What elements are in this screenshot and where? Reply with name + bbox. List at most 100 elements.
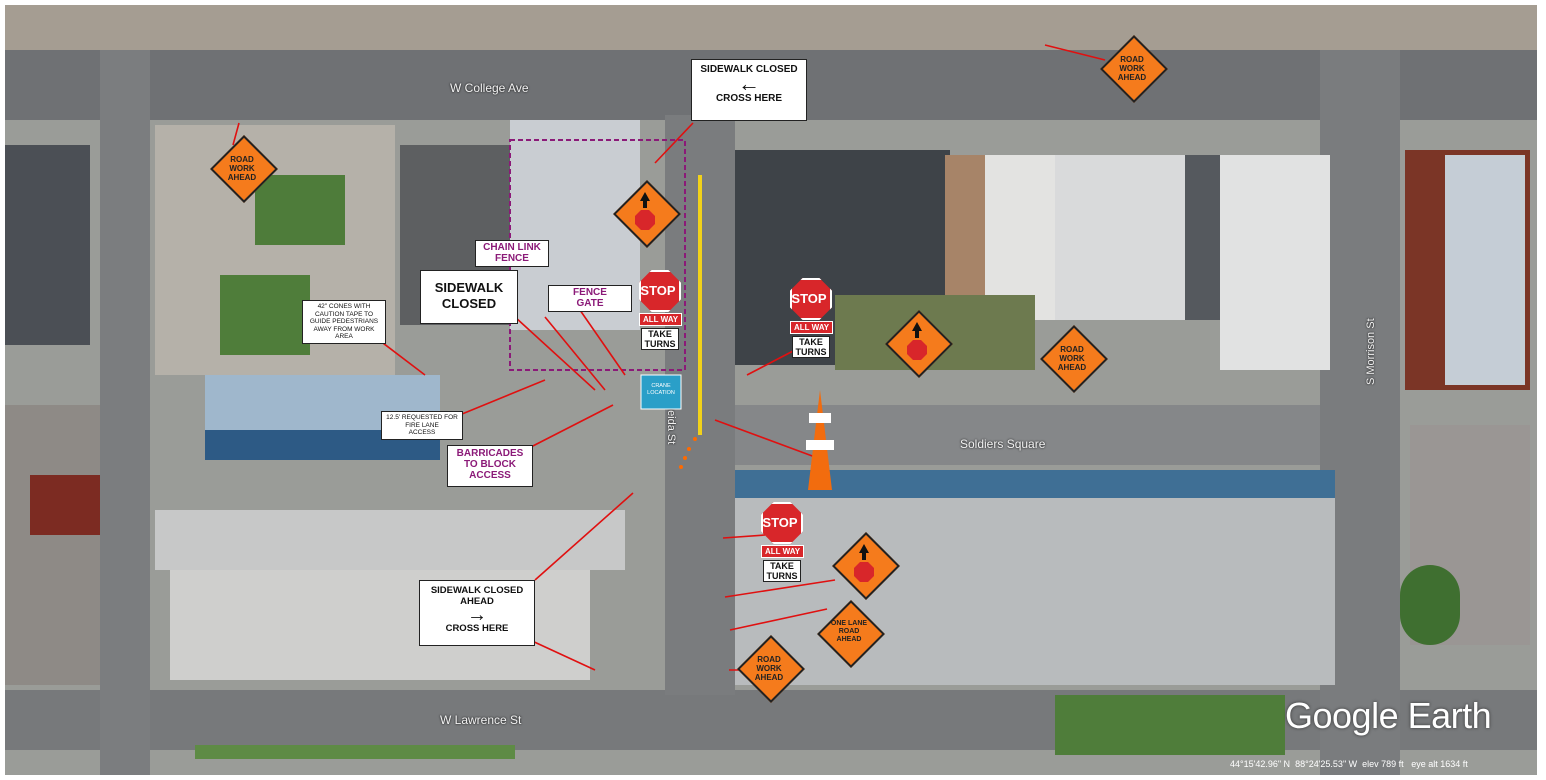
cones-note: 42" CONES WITH CAUTION TAPE TO GUIDE PED…	[302, 300, 386, 344]
sign-text: AHEAD	[460, 596, 494, 607]
sign-text: AHEAD	[227, 173, 257, 182]
stop-octagon-icon	[635, 210, 655, 230]
building	[945, 155, 985, 295]
building	[1185, 155, 1220, 320]
stop-octagon-icon	[907, 340, 927, 360]
stop-sign-icon	[639, 270, 681, 312]
label-text: FENCE	[573, 287, 607, 298]
sign-text: CROSS HERE	[715, 93, 783, 104]
arrow-up-icon	[912, 322, 922, 331]
note-text: FIRE LANE	[405, 421, 439, 429]
sign-text: AHEAD	[836, 636, 862, 643]
cone-dot	[687, 447, 691, 451]
stop-octagon-icon	[854, 562, 874, 582]
arrow-stem	[915, 330, 919, 338]
cone-dot	[683, 456, 687, 460]
sign-text: ROAD	[757, 655, 781, 664]
crane-label-line: CRANE	[651, 383, 671, 389]
arrow-right-icon: →	[467, 604, 487, 626]
building	[985, 155, 1055, 320]
road-soldiers-square	[735, 405, 1335, 465]
all-way-plate: ALL WAY	[790, 321, 834, 334]
label-text: TO BLOCK	[463, 459, 517, 470]
arrow-line	[232, 122, 240, 146]
road-work-ahead-sign[interactable]: ROAD WORK AHEAD	[1040, 325, 1108, 393]
sign-text: CROSS HERE	[445, 623, 509, 634]
building	[30, 475, 100, 535]
arrow-left-icon: ←	[738, 71, 760, 96]
latitude-readout: 44°15'42.96" N	[1230, 759, 1291, 769]
label-text: ACCESS	[469, 470, 511, 481]
note-text: ACCESS	[408, 429, 436, 436]
building	[155, 510, 625, 570]
arrow-up-icon	[859, 544, 869, 553]
arrow-line	[654, 122, 694, 164]
elevation-readout: elev 789 ft	[1362, 759, 1404, 769]
green-strip	[1055, 695, 1285, 755]
sign-text: TAKE	[799, 337, 823, 347]
cone-stripe	[809, 413, 831, 423]
sign-text: WORK	[1119, 64, 1145, 73]
all-way-plate: ALL WAY	[761, 545, 805, 558]
stop-sign-group[interactable]: STOP ALL WAY TAKE TURNS	[759, 502, 805, 592]
stop-text: STOP	[791, 291, 827, 306]
arrow-up-icon	[640, 192, 650, 201]
stop-text: STOP	[762, 515, 798, 530]
fire-lane-note: 12.5' REQUESTED FOR FIRE LANE ACCESS	[381, 411, 463, 440]
sign-text: WORK	[229, 164, 255, 173]
stop-sign-group[interactable]: STOP ALL WAY TAKE TURNS	[637, 270, 683, 360]
stop-sign-icon	[761, 502, 803, 544]
crane-label: CRANE LOCATION	[641, 383, 681, 397]
building	[5, 405, 100, 685]
cone-stripe	[806, 440, 834, 450]
arrow-line	[572, 299, 626, 376]
stop-sign-group[interactable]: STOP ALL WAY TAKE TURNS	[788, 278, 834, 368]
stop-sign-icon	[790, 278, 832, 320]
label-text: FENCE	[495, 253, 529, 264]
sign-text: ROAD	[230, 155, 254, 164]
note-text: GUIDE PEDESTRIANS	[309, 318, 379, 325]
satellite-map[interactable]: W College Ave W Lawrence St Soldiers Squ…	[5, 5, 1537, 775]
arrow-line	[524, 404, 614, 451]
arrow-line	[724, 579, 836, 598]
sidewalk-closed-cross-here-sign[interactable]: SIDEWALK CLOSED ← CROSS HERE	[691, 59, 807, 121]
stop-ahead-sign[interactable]	[885, 310, 953, 378]
road-west-street	[100, 5, 150, 775]
sign-text: SIDEWALK CLOSED	[430, 585, 524, 596]
sign-text: TURNS	[644, 339, 676, 349]
sign-text: AHEAD	[1117, 73, 1147, 82]
road-work-ahead-sign[interactable]: ROAD WORK AHEAD	[1100, 35, 1168, 103]
google-earth-logo: Google Earth	[1285, 695, 1492, 736]
sign-text: AHEAD	[1057, 363, 1087, 372]
green-strip	[195, 745, 515, 759]
sign-text: ROAD	[1120, 55, 1144, 64]
sign-text: ROAD	[838, 628, 860, 635]
take-turns-plate: TAKE TURNS	[792, 336, 830, 358]
arrow-line	[529, 639, 596, 671]
sign-text: SIDEWALK CLOSED	[700, 64, 798, 75]
fence-outline	[509, 139, 686, 371]
road-work-ahead-sign[interactable]: ROAD WORK AHEAD	[210, 135, 278, 203]
fence-gate-label: FENCE GATE	[548, 285, 632, 312]
sign-text: TURNS	[795, 347, 827, 357]
building-top-row	[5, 5, 1537, 50]
sign-text: TAKE	[770, 561, 794, 571]
sign-text: TAKE	[648, 329, 672, 339]
stop-ahead-sign[interactable]	[613, 180, 681, 248]
chain-link-fence-label: CHAIN LINK FENCE	[475, 240, 549, 267]
road-work-ahead-sign[interactable]: ROAD WORK AHEAD	[737, 635, 805, 703]
street-label-college: W College Ave	[450, 81, 529, 95]
all-way-plate: ALL WAY	[639, 313, 683, 326]
arrow-stem	[643, 200, 647, 208]
arrow-line	[534, 492, 634, 581]
stop-text: STOP	[640, 283, 676, 298]
one-lane-road-ahead-sign[interactable]: ONE LANE ROAD AHEAD	[817, 600, 885, 668]
stop-ahead-sign[interactable]	[832, 532, 900, 600]
building	[1055, 155, 1185, 320]
note-text: AREA	[335, 333, 353, 340]
note-text: CAUTION TAPE TO	[314, 310, 374, 318]
sign-text: AHEAD	[754, 673, 784, 682]
sidewalk-closed-ahead-sign[interactable]: SIDEWALK CLOSED AHEAD → CROSS HERE	[419, 580, 535, 646]
arrow-line	[722, 534, 766, 539]
sidewalk-closed-sign[interactable]: SIDEWALK CLOSED	[420, 270, 518, 324]
